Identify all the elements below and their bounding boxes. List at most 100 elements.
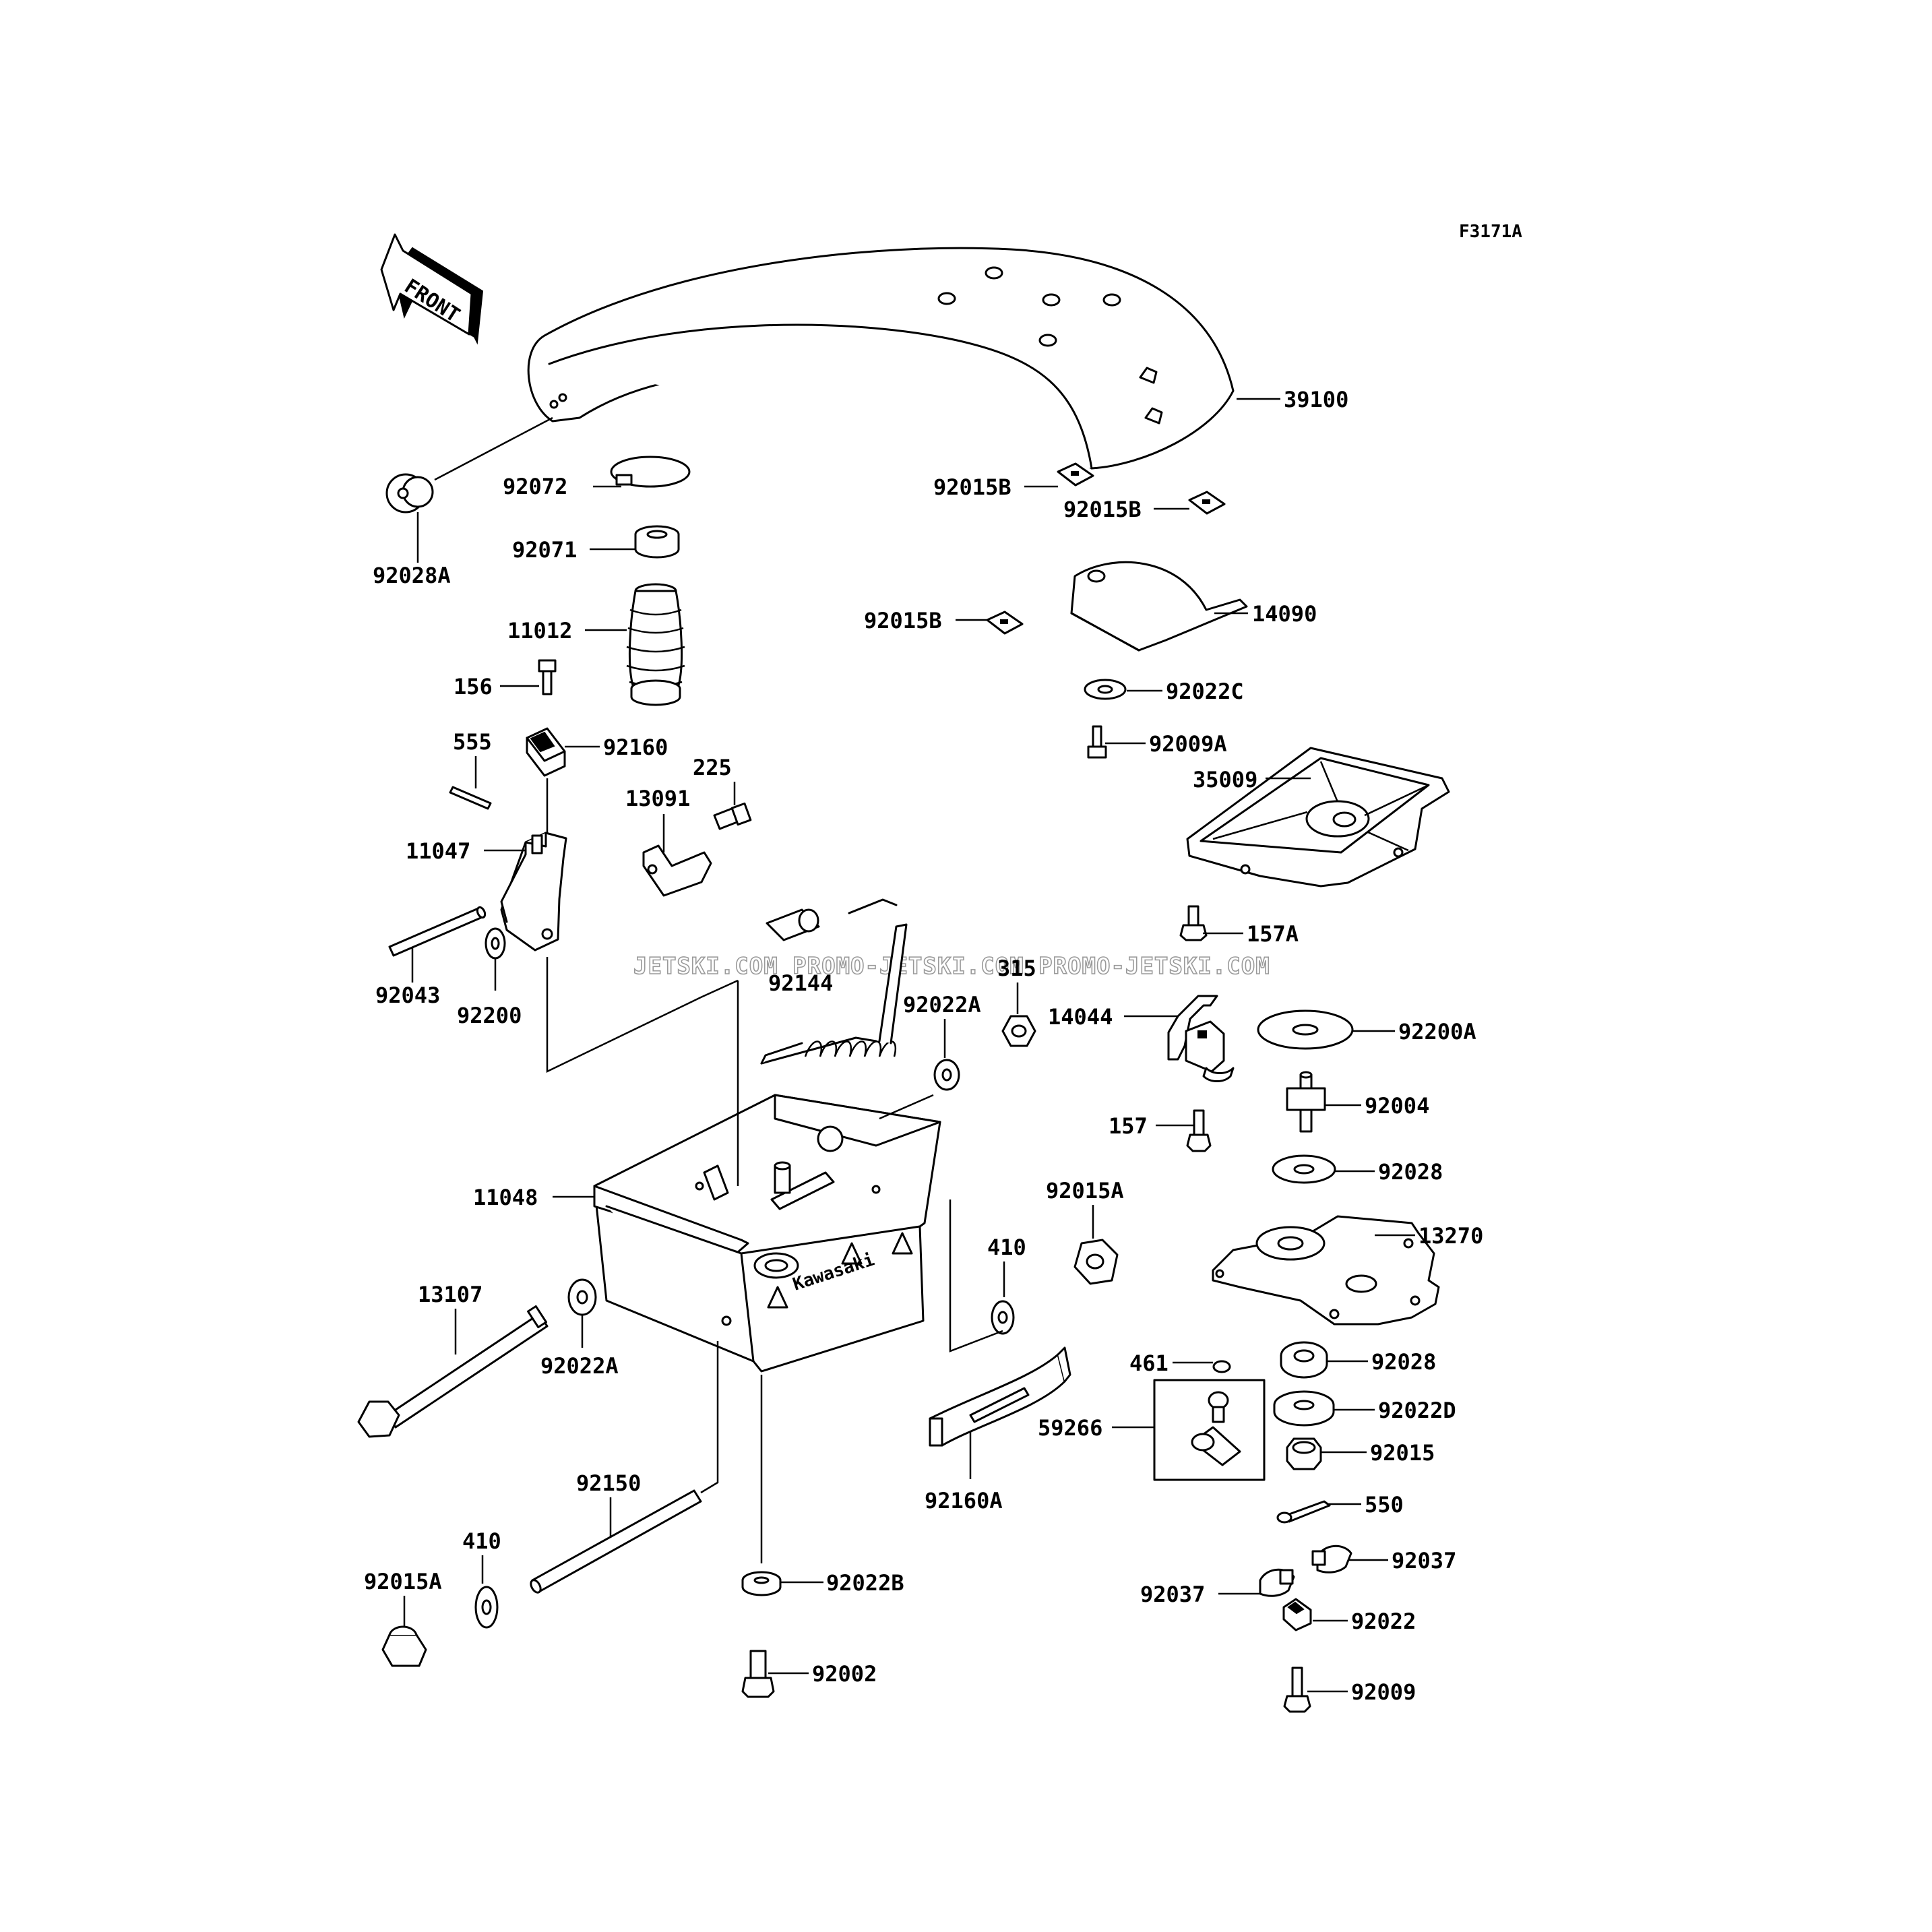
part-92022B-washer (741, 1571, 782, 1596)
label-92022A-top: 92022A (903, 992, 981, 1018)
part-461-ring (1212, 1360, 1231, 1373)
label-92004: 92004 (1365, 1093, 1429, 1119)
label-92002: 92002 (812, 1661, 877, 1687)
part-92015B-clip-3 (986, 611, 1024, 635)
part-13270-plate (1212, 1215, 1440, 1326)
label-157A: 157A (1247, 921, 1299, 947)
watermark-text: JETSKI.COM PROMO-JETSKI.COM PROMO-JETSKI… (633, 953, 1270, 980)
label-92022B: 92022B (826, 1570, 904, 1596)
label-92015B-3: 92015B (864, 608, 942, 633)
label-35009: 35009 (1193, 767, 1257, 792)
part-92028-washer-lower (1280, 1341, 1328, 1379)
label-92071: 92071 (512, 537, 577, 563)
label-92160: 92160 (603, 735, 668, 760)
part-555-pin (449, 786, 492, 810)
label-92043: 92043 (375, 983, 440, 1008)
part-550-cotter-pin (1276, 1500, 1331, 1524)
label-157: 157 (1109, 1113, 1148, 1139)
label-156: 156 (454, 674, 493, 699)
label-92200A: 92200A (1398, 1019, 1476, 1045)
part-59266-ball-joint (1153, 1379, 1266, 1481)
label-92072: 92072 (503, 474, 567, 499)
part-92009-bolt (1283, 1666, 1311, 1713)
part-92022C-washer (1084, 679, 1127, 700)
part-92160-block (526, 727, 566, 777)
part-92071-cap (634, 525, 680, 559)
label-92200: 92200 (457, 1003, 522, 1028)
part-13107-bolt (357, 1305, 549, 1438)
part-157A-bolt (1179, 905, 1208, 941)
label-225: 225 (693, 755, 732, 780)
label-92009: 92009 (1351, 1679, 1416, 1705)
label-92144: 92144 (768, 970, 833, 996)
label-92022: 92022 (1351, 1609, 1416, 1634)
label-13091: 13091 (625, 786, 690, 811)
part-11012-bellows (626, 583, 685, 706)
label-92028A: 92028A (373, 563, 451, 588)
label-92037-lower: 92037 (1140, 1582, 1205, 1607)
label-92009A: 92009A (1149, 731, 1227, 757)
label-555: 555 (453, 729, 492, 755)
part-35009-mount (1186, 747, 1450, 887)
part-315-nut (1001, 1015, 1036, 1047)
label-92022D: 92022D (1378, 1398, 1456, 1423)
part-92022-clip (1282, 1598, 1312, 1631)
label-92022C: 92022C (1166, 679, 1244, 704)
part-92015A-cap-nut-left (381, 1625, 427, 1667)
part-92160A-rubber-block (929, 1346, 1071, 1447)
label-92028-upper: 92028 (1378, 1159, 1443, 1185)
part-11047-bracket (500, 832, 567, 952)
part-14090-cover (1070, 561, 1248, 652)
part-410-washer-left (474, 1586, 499, 1629)
part-92015-nut (1286, 1437, 1322, 1470)
label-11048: 11048 (473, 1185, 538, 1210)
label-92015A-left: 92015A (364, 1569, 442, 1594)
label-59266: 59266 (1038, 1415, 1102, 1441)
label-410-left: 410 (462, 1528, 501, 1554)
figure-code: F3171A (1459, 222, 1522, 242)
part-92015B-clip-1 (1057, 462, 1094, 487)
part-39100-cover (527, 247, 1235, 470)
part-92022A-washer-bottom (567, 1278, 597, 1316)
label-410-mid: 410 (987, 1235, 1026, 1260)
part-156-bolt (538, 659, 557, 695)
part-92200-washer (485, 927, 506, 960)
part-92002-bolt (741, 1650, 775, 1698)
label-92022A-bottom: 92022A (540, 1353, 619, 1379)
part-225-bolt (713, 802, 752, 830)
part-92043-pin (388, 906, 487, 957)
part-13091-bracket (642, 844, 712, 897)
label-14044: 14044 (1048, 1004, 1113, 1030)
part-157-bolt (1186, 1109, 1212, 1152)
label-14090: 14090 (1252, 601, 1317, 627)
part-92200A-washer (1257, 1009, 1354, 1050)
label-92037-upper: 92037 (1392, 1548, 1456, 1573)
part-92022D-washer (1273, 1390, 1335, 1427)
part-92037-clamp-lower (1259, 1568, 1295, 1597)
label-92015: 92015 (1370, 1440, 1435, 1466)
label-461: 461 (1129, 1350, 1168, 1376)
part-92037-clamp-upper (1311, 1545, 1352, 1573)
part-92022A-washer-top (933, 1059, 960, 1091)
part-14044-bracket (1167, 995, 1235, 1082)
label-11047: 11047 (406, 838, 470, 864)
part-92015A-nut-mid (1073, 1239, 1119, 1285)
front-arrow-icon: FRONT (380, 233, 484, 345)
part-92015B-clip-2 (1188, 491, 1226, 515)
part-92072-clamp (610, 456, 691, 488)
label-315: 315 (997, 956, 1036, 981)
label-13107: 13107 (418, 1282, 482, 1307)
label-39100: 39100 (1284, 387, 1348, 412)
label-550: 550 (1365, 1492, 1404, 1518)
label-92015B-2: 92015B (1063, 497, 1142, 522)
part-92144-spring (760, 898, 908, 1065)
part-92004-stud (1286, 1071, 1326, 1133)
label-92015B-1: 92015B (933, 474, 1011, 500)
label-92150: 92150 (576, 1470, 641, 1496)
part-92150-stud (530, 1489, 702, 1594)
label-92028-lower: 92028 (1371, 1349, 1436, 1375)
part-92028A-grommet (385, 473, 434, 513)
part-11048-tray: Kawasaki (593, 1094, 941, 1373)
label-11012: 11012 (507, 618, 572, 644)
